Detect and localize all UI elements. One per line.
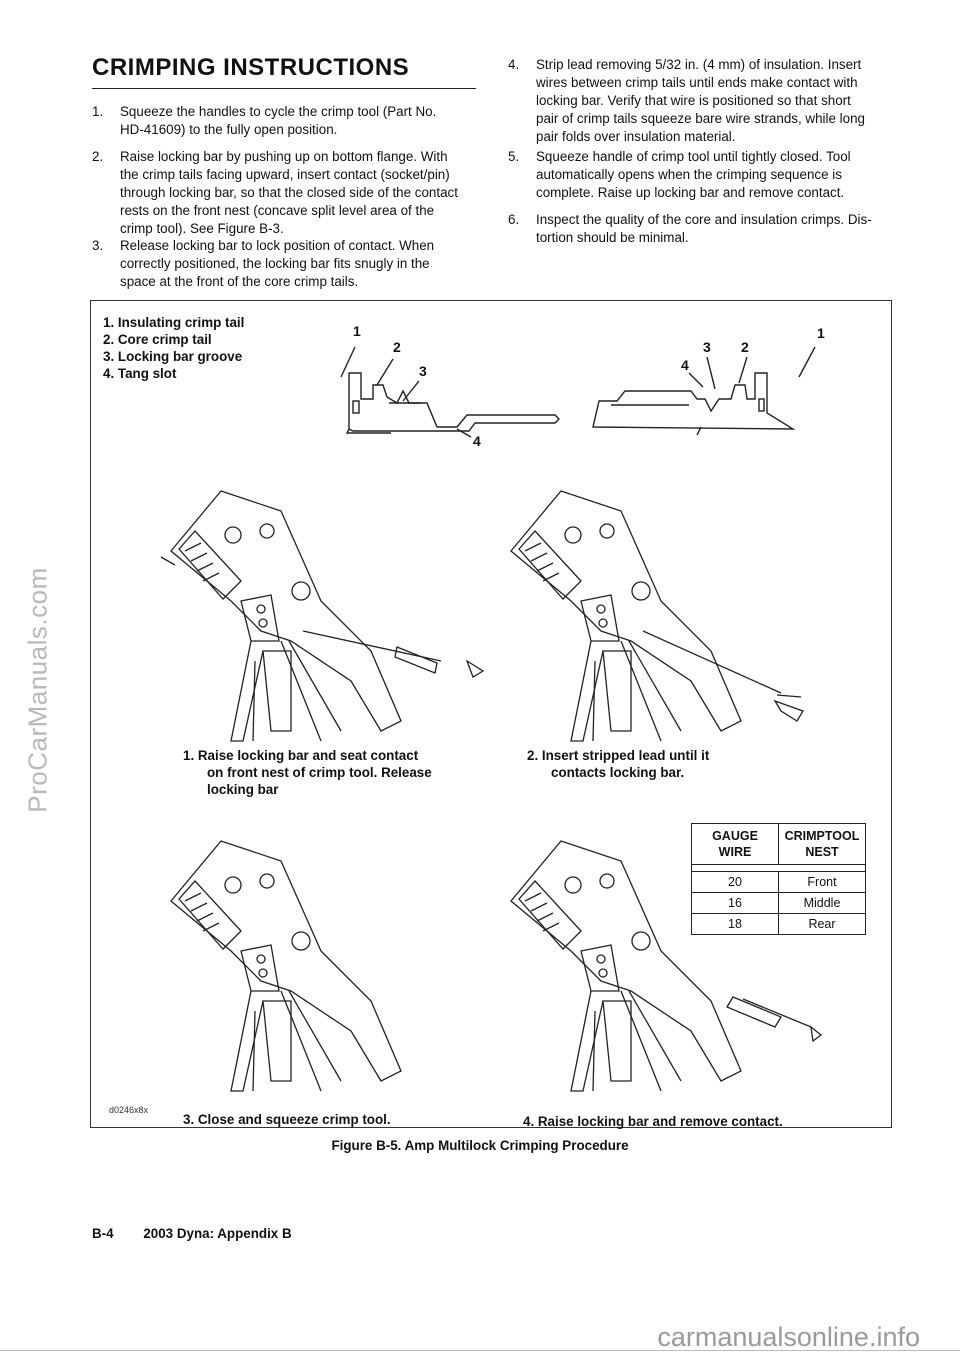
step-line: Strip lead removing 5/32 in. (4 mm) of i… (536, 57, 862, 72)
legend-item: 4. Tang slot (103, 366, 177, 381)
callout-1-left: 1 (353, 323, 361, 339)
caption-line: 3. Close and squeeze crimp tool. (183, 1112, 391, 1127)
step-5: 5. Squeeze handle of crimp tool until ti… (508, 148, 900, 204)
caption-step-4: 4. Raise locking bar and remove contact. (523, 1113, 783, 1130)
caption-line: 4. Raise locking bar and remove contact. (523, 1114, 783, 1129)
callout-2-right: 2 (741, 339, 749, 355)
crimp-tool-illustrations (160, 490, 823, 1092)
callout-3-right: 3 (703, 339, 711, 355)
table-row: 18 Rear (691, 913, 866, 935)
callout-2-left: 2 (393, 339, 401, 355)
caption-line: on front nest of crimp tool. Release (207, 765, 432, 780)
step-2: 2. Raise locking bar by pushing up on bo… (92, 148, 482, 240)
step-line: crimp tool). See Figure B-3. (120, 221, 284, 236)
sidebar-site-label: ProCarManuals.com (22, 567, 53, 813)
header-line: NEST (805, 845, 839, 859)
figure-box: 1. Insulating crimp tail 2. Core crimp t… (90, 300, 892, 1130)
step-line: through locking bar, so that the closed … (120, 185, 458, 200)
gauge-cell: 18 (691, 913, 779, 935)
step-line: automatically opens when the crimping se… (536, 167, 842, 182)
step-line: Inspect the quality of the core and insu… (536, 212, 872, 227)
step-number: 3. (92, 238, 104, 253)
header-line: GAUGE (712, 829, 758, 843)
gauge-header: GAUGE WIRE (691, 823, 779, 865)
callout-1-right: 1 (817, 325, 825, 341)
step-1: 1. Squeeze the handles to cycle the crim… (92, 103, 482, 143)
step-number: 4. (508, 57, 520, 72)
step-line: rests on the front nest (concave split l… (120, 203, 435, 218)
nest-header: CRIMPTOOL NEST (778, 823, 866, 865)
caption-step-1: 1. Raise locking bar and seat contact on… (183, 747, 432, 798)
step-line: complete. Raise up locking bar and remov… (536, 185, 845, 200)
contact-diagram (340, 346, 816, 438)
watermark-text: carmanualsonline.info (657, 1322, 920, 1352)
nest-cell: Front (778, 871, 866, 893)
legend-item: 1. Insulating crimp tail (103, 315, 245, 330)
step-line: correctly positioned, the locking bar fi… (120, 256, 430, 271)
step-4: 4. Strip lead removing 5/32 in. (4 mm) o… (508, 56, 900, 148)
table-spacer (691, 864, 866, 872)
callout-4-right: 4 (681, 357, 689, 373)
callout-4-left: 4 (473, 433, 481, 449)
book-title: 2003 Dyna: Appendix B (143, 1226, 292, 1241)
callout-3-left: 3 (419, 363, 427, 379)
header-line: CRIMPTOOL (784, 829, 860, 843)
step-line: Squeeze handle of crimp tool until tight… (536, 149, 851, 164)
header-line: WIRE (718, 845, 752, 859)
legend-item: 3. Locking bar groove (103, 349, 243, 364)
nest-cell: Middle (778, 892, 866, 914)
caption-line: contacts locking bar. (551, 765, 685, 780)
nest-cell: Rear (778, 913, 866, 935)
title-rule (92, 88, 476, 89)
step-line: pair folds over insulation material. (536, 129, 736, 144)
step-line: HD-41609) to the fully open position. (120, 122, 338, 137)
step-line: tortion should be minimal. (536, 230, 689, 245)
drawing-code: d0246x8x (109, 1105, 149, 1115)
bottom-rule (0, 1350, 960, 1351)
step-line: the crimp tails facing upward, insert co… (120, 167, 450, 182)
page-title: CRIMPING INSTRUCTIONS (92, 54, 410, 81)
step-line: Raise locking bar by pushing up on botto… (120, 149, 448, 164)
gauge-cell: 20 (691, 871, 779, 893)
caption-line: locking bar (207, 782, 279, 797)
page-footer: B-4 2003 Dyna: Appendix B (92, 1226, 292, 1241)
figure-title: Figure B-5. Amp Multilock Crimping Proce… (331, 1138, 629, 1153)
step-number: 1. (92, 104, 104, 119)
page-number: B-4 (92, 1226, 114, 1241)
step-3: 3. Release locking bar to lock position … (92, 237, 482, 293)
step-line: wires between crimp tails until ends mak… (536, 75, 858, 90)
caption-step-3: 3. Close and squeeze crimp tool. (183, 1111, 391, 1128)
caption-line: 1. Raise locking bar and seat contact (183, 748, 419, 763)
caption-step-2: 2. Insert stripped lead until it contact… (527, 747, 709, 781)
figure-legend: 1. Insulating crimp tail 2. Core crimp t… (103, 314, 244, 382)
caption-line: 2. Insert stripped lead until it (527, 748, 710, 763)
table-row: 16 Middle (691, 892, 866, 914)
step-line: Squeeze the handles to cycle the crimp t… (120, 104, 437, 119)
step-line: space at the front of the core crimp tai… (120, 274, 359, 289)
step-number: 5. (508, 149, 520, 164)
step-line: locking bar. Verify that wire is positio… (536, 93, 851, 108)
legend-item: 2. Core crimp tail (103, 332, 212, 347)
step-line: pair of crimp tails squeeze bare wire st… (536, 111, 865, 126)
step-number: 2. (92, 149, 104, 164)
step-6: 6. Inspect the quality of the core and i… (508, 211, 900, 251)
gauge-cell: 16 (691, 892, 779, 914)
table-row: 20 Front (691, 871, 866, 893)
step-number: 6. (508, 212, 520, 227)
gauge-table: GAUGE WIRE CRIMPTOOL NEST 20 Front 16 Mi… (691, 823, 866, 935)
step-line: Release locking bar to lock position of … (120, 238, 435, 253)
